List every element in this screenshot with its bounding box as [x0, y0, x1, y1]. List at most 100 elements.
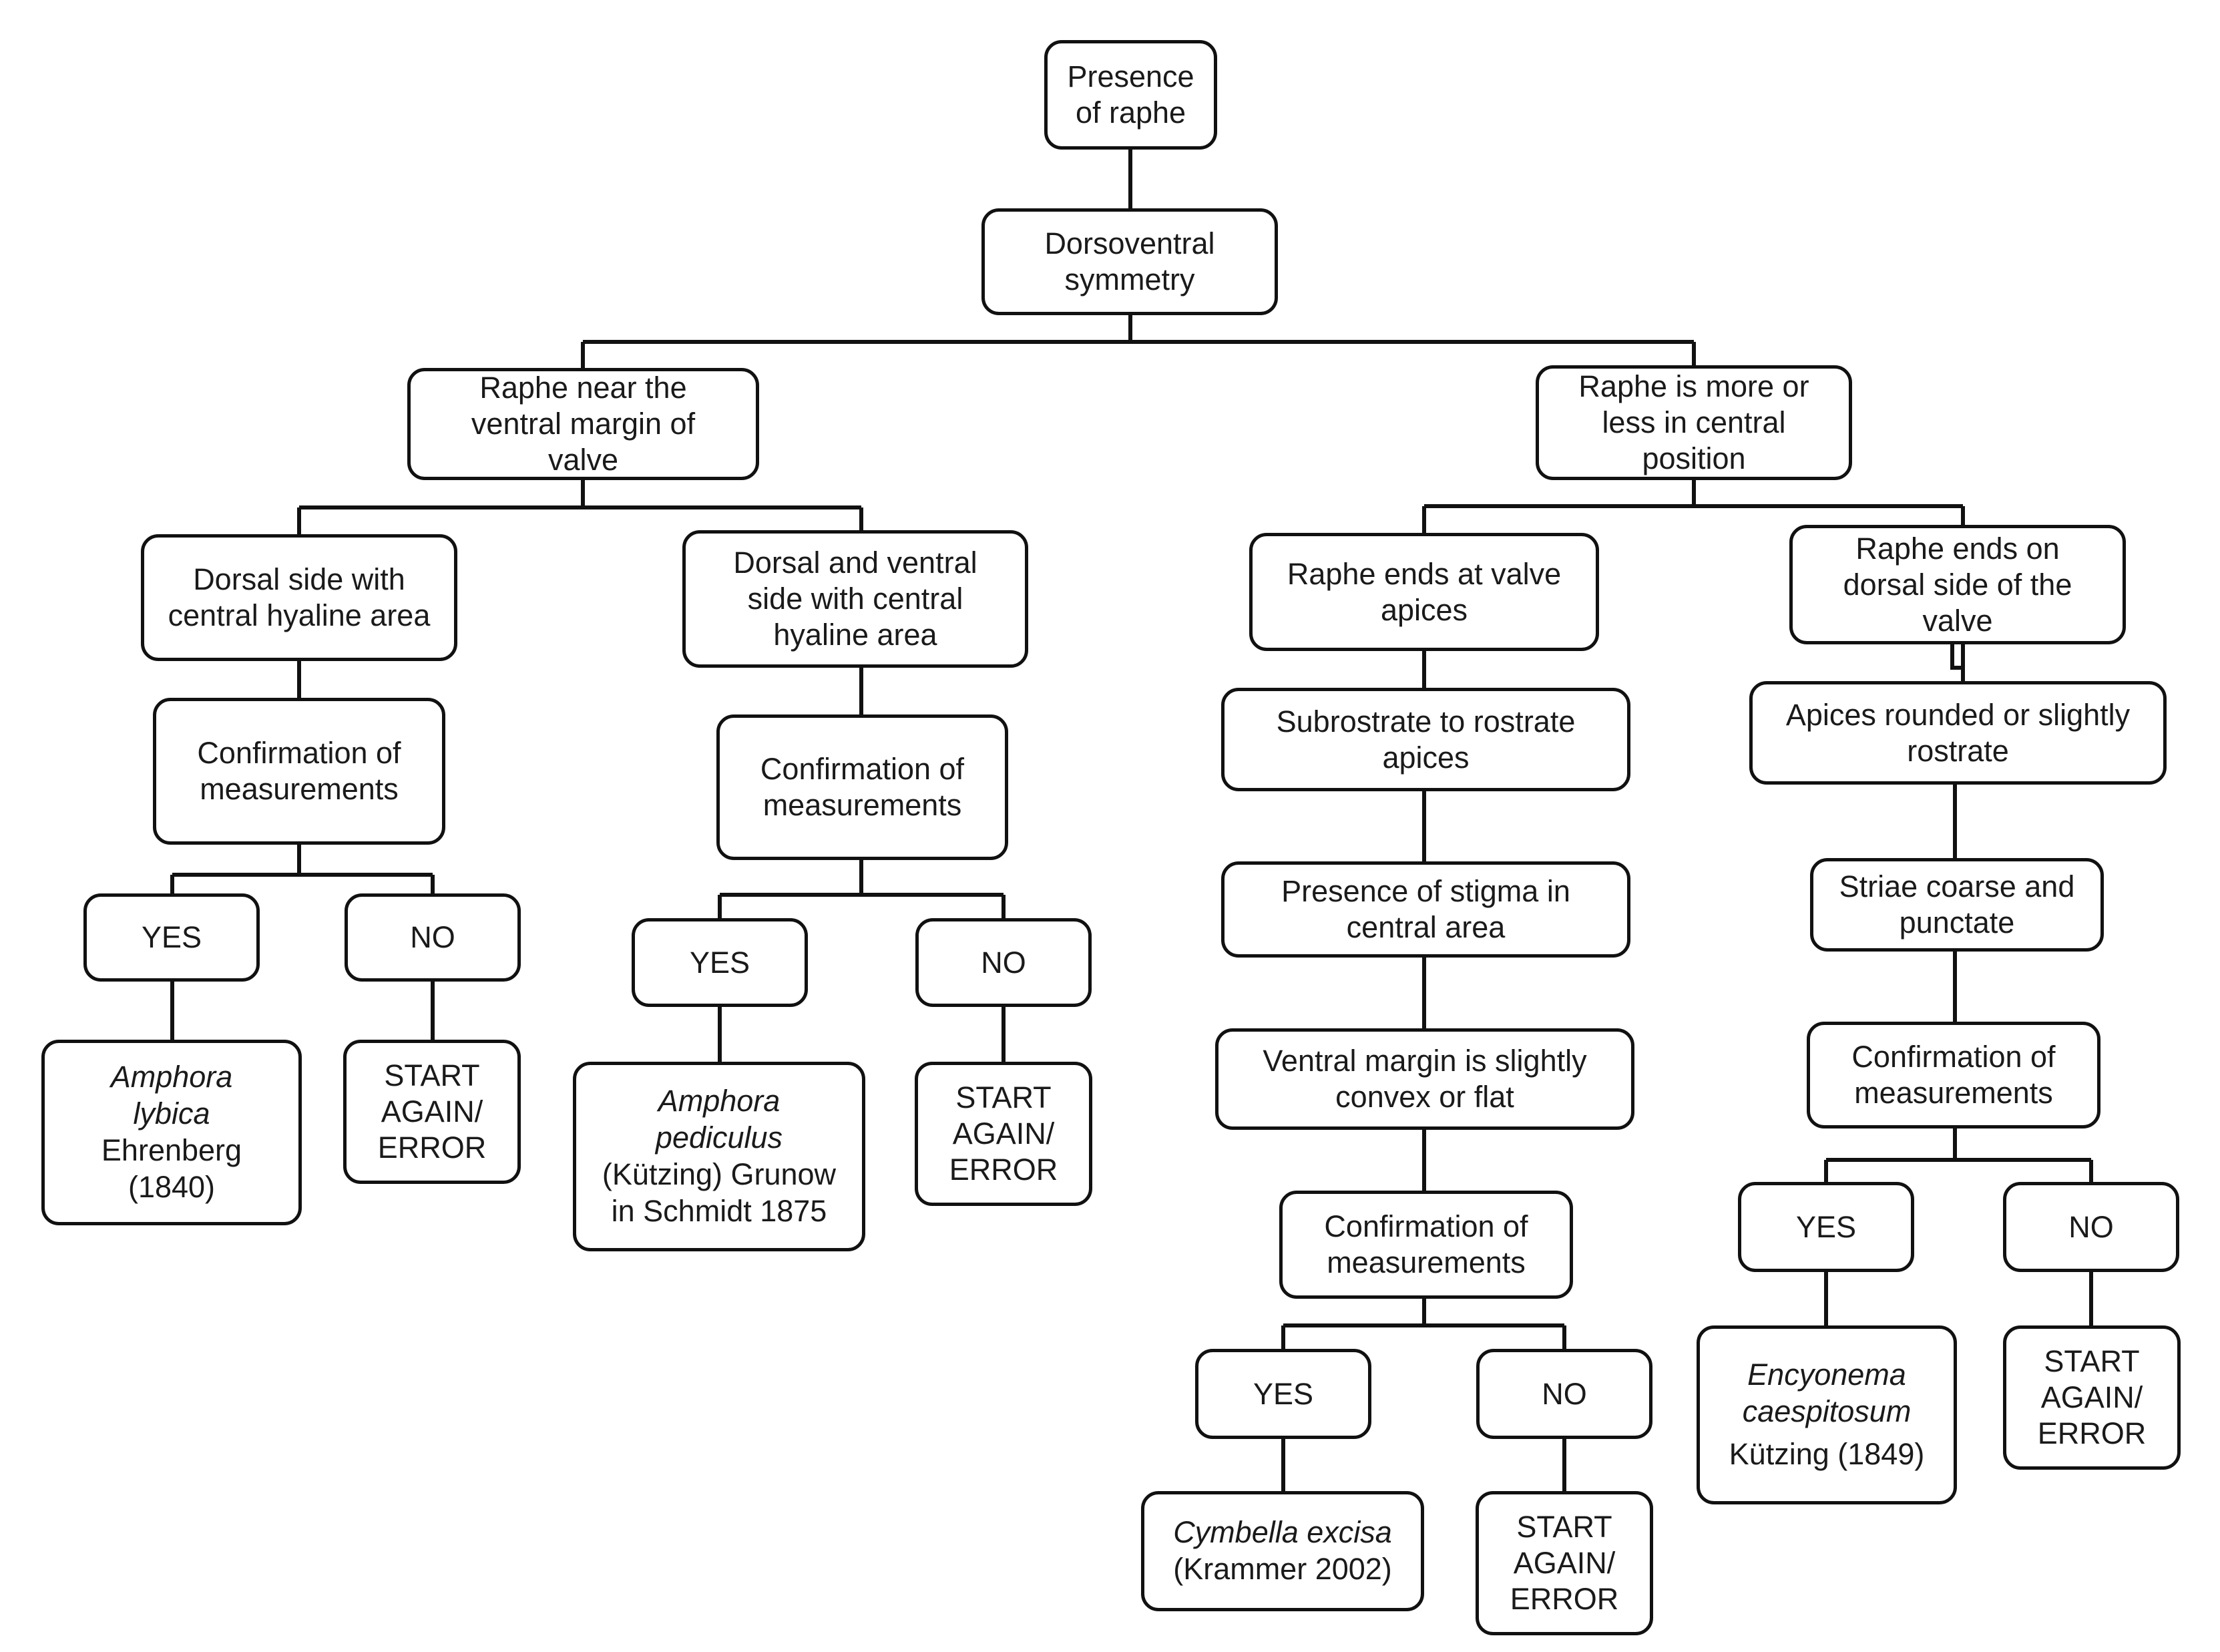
species-epithet: lybica	[133, 1096, 210, 1131]
node-confirmation-measurements-4[interactable]: Confirmation of measurements	[1807, 1022, 2100, 1128]
node-error-2[interactable]: START AGAIN/ ERROR	[915, 1062, 1092, 1206]
node-line: Raphe ends at valve	[1287, 556, 1562, 591]
node-no-3[interactable]: NO	[1476, 1349, 1652, 1439]
node-line: YES	[1253, 1376, 1314, 1411]
node-line: Dorsal and ventral	[733, 546, 977, 580]
node-line: rostrate	[1907, 733, 2009, 768]
node-raphe-central-position[interactable]: Raphe is more or less in central positio…	[1536, 365, 1852, 480]
node-confirmation-measurements-2[interactable]: Confirmation of measurements	[716, 714, 1008, 860]
node-line: YES	[141, 920, 202, 954]
node-line: central hyaline area	[168, 598, 431, 632]
node-line: of raphe	[1075, 95, 1186, 130]
species-authority: (Kützing) Grunow	[602, 1157, 837, 1191]
node-line: START	[955, 1080, 1052, 1114]
node-line: symmetry	[1064, 262, 1195, 296]
node-confirmation-measurements-1[interactable]: Confirmation of measurements	[153, 698, 445, 845]
node-apices-rounded-rostrate[interactable]: Apices rounded or slightly rostrate	[1749, 681, 2167, 785]
node-line: central area	[1346, 910, 1506, 944]
node-line: START	[2044, 1344, 2140, 1378]
node-line: convex or flat	[1335, 1080, 1514, 1114]
node-no-2[interactable]: NO	[915, 918, 1092, 1007]
node-ventral-margin-convex-flat[interactable]: Ventral margin is slightly convex or fla…	[1215, 1028, 1634, 1130]
node-no-4[interactable]: NO	[2003, 1182, 2179, 1272]
node-line: AGAIN/	[381, 1094, 483, 1128]
node-line: Raphe is more or	[1578, 369, 1809, 403]
node-line: measurements	[200, 772, 399, 806]
species-epithet: caespitosum	[1742, 1394, 1912, 1428]
node-line: valve	[1922, 603, 1993, 638]
node-subrostrate-to-rostrate-apices[interactable]: Subrostrate to rostrate apices	[1221, 688, 1630, 791]
species-authority: Ehrenberg	[101, 1133, 242, 1167]
node-line: Confirmation of	[197, 736, 401, 770]
node-species-cymbella-excisa[interactable]: Cymbella excisa (Krammer 2002)	[1141, 1491, 1424, 1611]
node-yes-1[interactable]: YES	[83, 893, 260, 982]
node-raphe-near-ventral-margin[interactable]: Raphe near the ventral margin of valve	[407, 368, 759, 480]
node-confirmation-measurements-3[interactable]: Confirmation of measurements	[1279, 1191, 1573, 1299]
node-presence-of-stigma[interactable]: Presence of stigma in central area	[1221, 861, 1630, 958]
node-no-1[interactable]: NO	[345, 893, 521, 982]
node-line: Striae coarse and	[1839, 869, 2075, 903]
node-line: NO	[2068, 1209, 2114, 1244]
node-line: Confirmation of	[1851, 1040, 2056, 1074]
node-species-amphora-lybica[interactable]: Amphora lybica Ehrenberg (1840)	[41, 1040, 302, 1225]
species-authority: Kützing (1849)	[1729, 1437, 1925, 1472]
node-error-4[interactable]: START AGAIN/ ERROR	[2003, 1325, 2181, 1470]
node-line: AGAIN/	[1513, 1546, 1616, 1580]
node-presence-of-raphe[interactable]: Presence of raphe	[1044, 40, 1217, 150]
node-line: YES	[689, 945, 750, 980]
node-line: Raphe ends on	[1855, 531, 2060, 566]
node-line: Presence	[1067, 59, 1194, 93]
node-line: ERROR	[949, 1153, 1058, 1187]
node-line: Subrostrate to rostrate	[1276, 704, 1576, 739]
node-line: AGAIN/	[952, 1116, 1055, 1151]
node-line: measurements	[1327, 1245, 1526, 1279]
node-raphe-ends-on-dorsal-side[interactable]: Raphe ends on dorsal side of the valve	[1789, 525, 2126, 644]
node-line: Raphe near the	[479, 371, 687, 405]
node-line: ventral margin of	[471, 407, 696, 441]
node-line: side with central	[747, 582, 963, 616]
species-genus: Amphora	[110, 1060, 233, 1094]
node-line: START	[384, 1058, 480, 1092]
node-line: Ventral margin is slightly	[1263, 1044, 1587, 1078]
node-line: apices	[1382, 740, 1470, 775]
node-line: AGAIN/	[2040, 1380, 2143, 1414]
node-line: Apices rounded or slightly	[1785, 697, 2131, 732]
node-line: NO	[1542, 1376, 1587, 1411]
node-species-encyonema-caespitosum[interactable]: Encyonema caespitosum Kützing (1849)	[1697, 1325, 1957, 1504]
node-yes-4[interactable]: YES	[1738, 1182, 1914, 1272]
node-line: ERROR	[377, 1130, 487, 1165]
node-line: ERROR	[2037, 1416, 2147, 1450]
node-line: apices	[1380, 592, 1468, 627]
node-raphe-ends-at-valve-apices[interactable]: Raphe ends at valve apices	[1249, 533, 1599, 651]
node-species-amphora-pediculus[interactable]: Amphora pediculus (Kützing) Grunow in Sc…	[573, 1062, 865, 1251]
node-dorsal-ventral-side-hyaline[interactable]: Dorsal and ventral side with central hya…	[682, 530, 1028, 668]
species-epithet: pediculus	[655, 1120, 783, 1155]
node-line: position	[1642, 441, 1746, 475]
node-dorsoventral-symmetry[interactable]: Dorsoventral symmetry	[981, 208, 1278, 315]
node-line: START	[1516, 1510, 1612, 1544]
species-reference: (Krammer 2002)	[1173, 1552, 1392, 1586]
node-line: YES	[1795, 1209, 1857, 1244]
node-yes-3[interactable]: YES	[1195, 1349, 1371, 1439]
node-error-3[interactable]: START AGAIN/ ERROR	[1476, 1491, 1653, 1635]
node-line: valve	[547, 443, 619, 477]
node-dorsal-side-hyaline[interactable]: Dorsal side with central hyaline area	[141, 534, 457, 661]
node-line: Dorsoventral	[1044, 226, 1215, 260]
node-line: less in central	[1602, 405, 1786, 439]
node-line: Confirmation of	[1324, 1209, 1528, 1243]
node-error-1[interactable]: START AGAIN/ ERROR	[343, 1040, 521, 1184]
species-genus: Amphora	[658, 1084, 781, 1118]
node-line: measurements	[762, 788, 962, 822]
node-yes-2[interactable]: YES	[632, 918, 808, 1007]
node-striae-coarse-punctate[interactable]: Striae coarse and punctate	[1810, 858, 2104, 952]
node-line: ERROR	[1510, 1582, 1619, 1616]
node-line: dorsal side of the	[1843, 567, 2072, 602]
node-line: NO	[410, 920, 455, 954]
species-reference: in Schmidt 1875	[611, 1193, 827, 1228]
node-line: hyaline area	[773, 618, 937, 652]
node-line: NO	[981, 945, 1026, 980]
node-line: Dorsal side with	[193, 562, 405, 596]
node-line: punctate	[1899, 905, 2015, 940]
species-name: Cymbella excisa	[1173, 1515, 1392, 1550]
